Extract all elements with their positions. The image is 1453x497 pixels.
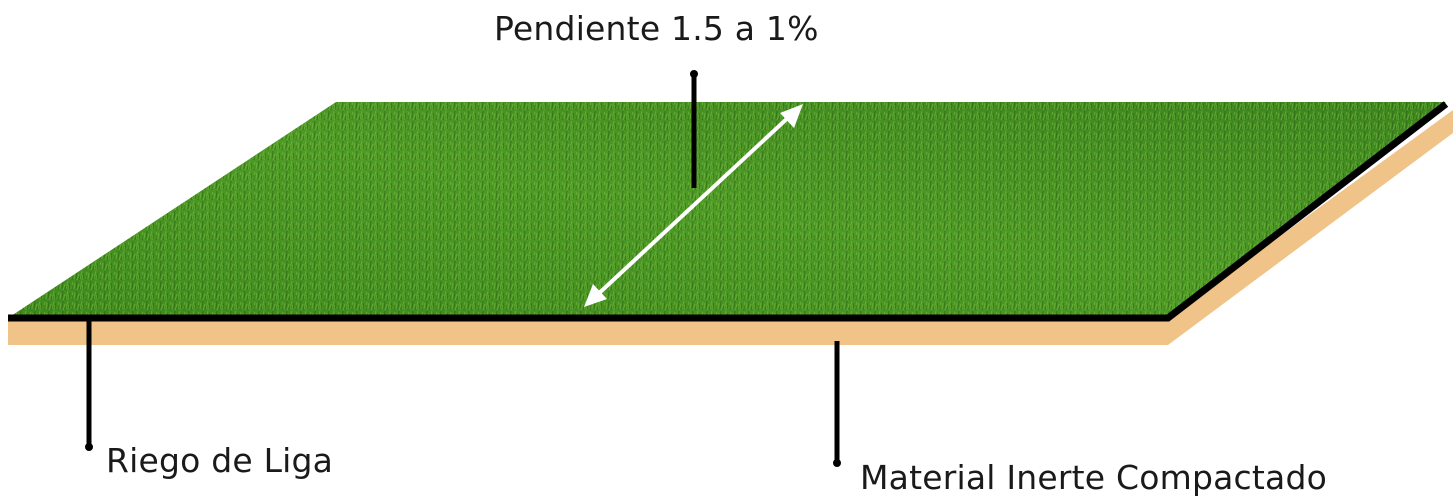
base-material-label: Material Inerte Compactado	[860, 458, 1327, 497]
slope-arrow-head-top	[780, 104, 803, 128]
slope-arrow	[584, 104, 803, 307]
grass-surface	[8, 102, 1446, 318]
tack-coat-label: Riego de Liga	[106, 441, 334, 480]
leader-slope	[690, 70, 698, 188]
tack-coat-line	[8, 101, 1449, 322]
leader-tack-coat	[85, 318, 93, 451]
base-layer-side	[1168, 110, 1453, 345]
leader-base	[833, 341, 841, 467]
slope-arrow-head-bottom	[584, 284, 607, 307]
slope-label: Pendiente 1.5 a 1%	[494, 9, 819, 48]
base-layer	[8, 318, 1168, 345]
